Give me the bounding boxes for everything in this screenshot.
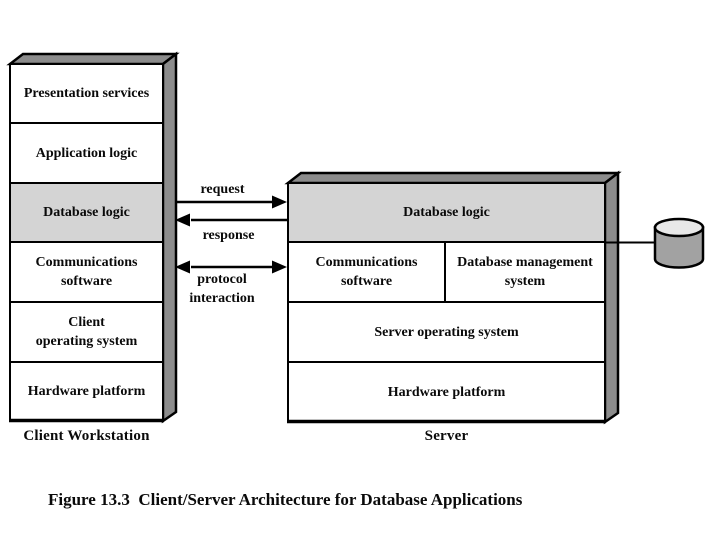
server-layer-communications-software-box	[287, 241, 446, 303]
client-layer-communications-software-box	[9, 241, 164, 303]
server-box-top-face	[284, 171, 622, 185]
server-layer-database-management-system-box	[444, 241, 606, 303]
client-layer-client-operating-system-box	[9, 301, 164, 363]
client-layer-presentation-services-box	[9, 63, 164, 124]
database-cylinder-top	[653, 217, 705, 238]
server-box-side-face	[603, 170, 620, 425]
server-layer-hardware-platform-box	[287, 361, 606, 423]
database-cylinder-body	[653, 226, 705, 269]
client-layer-application-logic-box	[9, 122, 164, 184]
protocol-arrowhead-left-icon	[175, 260, 190, 274]
request-arrowhead-icon	[272, 195, 287, 209]
client-layer-hardware-platform-box	[9, 361, 164, 422]
database-cylinder-icon	[653, 217, 705, 269]
protocol-arrowhead-right-icon	[272, 260, 287, 274]
client-box-side-face	[161, 51, 178, 424]
server-layer-server-operating-system-box	[287, 301, 606, 363]
response-arrowhead-icon	[175, 213, 190, 227]
server-layer-database-logic-box	[287, 182, 606, 243]
client-box-top-face	[6, 52, 180, 66]
client-layer-database-logic-box	[9, 182, 164, 243]
